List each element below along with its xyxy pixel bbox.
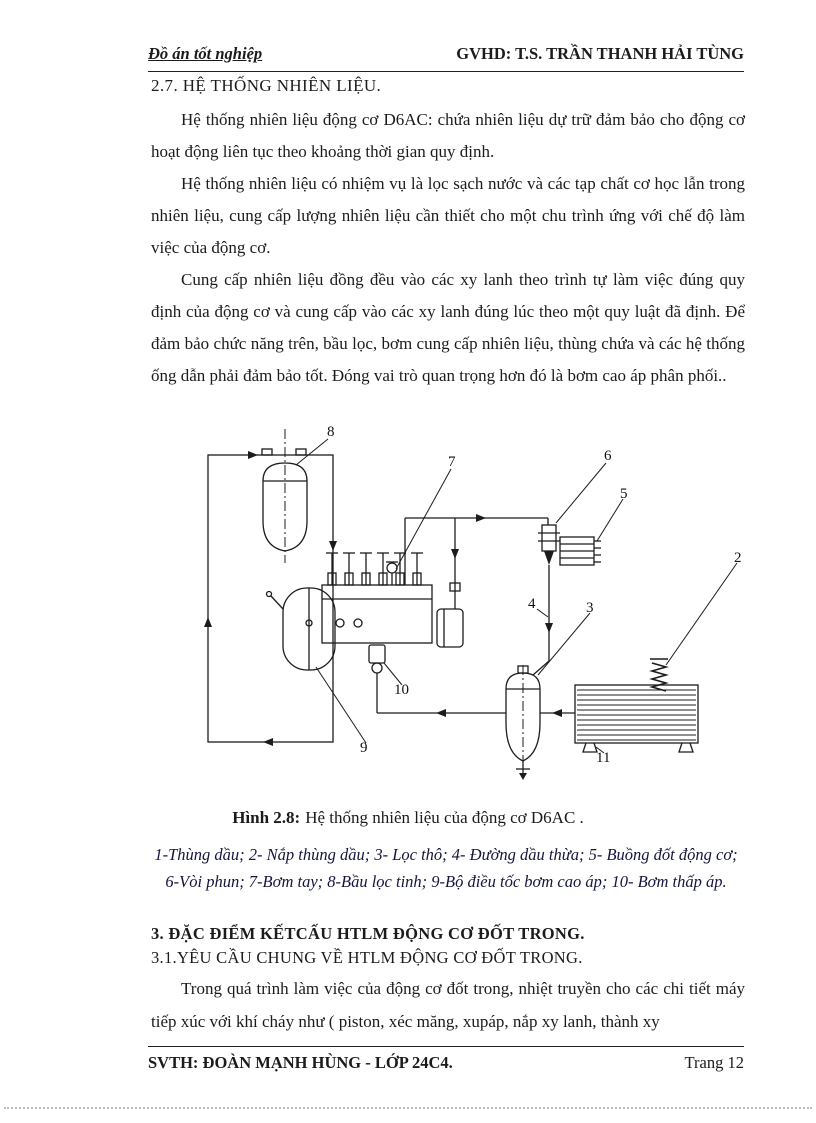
header-rule (148, 71, 744, 72)
tank-cap-spring (649, 658, 669, 692)
diagram-callout-10: 10 (394, 682, 409, 698)
hand-pump (386, 561, 398, 585)
footer-student-name: SVTH: ĐOÀN MẠNH HÙNG - LỚP 24C4. (148, 1053, 453, 1072)
section-3-heading: 3. ĐẶC ĐIỂM KẾTCẤU HTLM ĐỘNG CƠ ĐỐT TRON… (151, 924, 585, 943)
fuel-line-loop (204, 448, 337, 746)
figure-caption: Hình 2.8:Hệ thống nhiên liệu của động cơ… (0, 808, 816, 828)
diagram-callout-5: 5 (620, 486, 628, 502)
paragraph-engine-heat: Trong quá trình làm việc của động cơ đốt… (151, 979, 745, 1031)
diagram-callout-7: 7 (448, 454, 456, 470)
section-3-block: 3. ĐẶC ĐIỂM KẾTCẤU HTLM ĐỘNG CƠ ĐỐT TRON… (151, 922, 745, 970)
injection-pump (321, 552, 464, 648)
injector-fittings (326, 552, 423, 586)
figure-caption-label: Hình 2.8: (232, 808, 301, 827)
coarse-filter (505, 665, 541, 780)
figure-legend: 1-Thùng dầu; 2- Nắp thùng dầu; 3- Lọc th… (154, 845, 738, 891)
header-supervisor: GVHD: T.S. TRẦN THANH HẢI TÙNG (456, 44, 744, 63)
paragraph-fuel-3: Cung cấp nhiên liệu đồng đều vào các xy … (151, 270, 745, 385)
fuel-system-schematic (204, 429, 738, 780)
section-2-7-heading: 2.7. HỆ THỐNG NHIÊN LIỆU. (151, 76, 382, 95)
diagram-callout-6: 6 (604, 448, 612, 464)
fine-filter (262, 429, 308, 563)
bottom-dotted-line (4, 1107, 812, 1109)
low-pressure-pump (368, 644, 386, 674)
diagram-callout-2: 2 (734, 550, 742, 566)
footer-rule (148, 1046, 744, 1047)
page-footer: SVTH: ĐOÀN MẠNH HÙNG - LỚP 24C4. Trang 1… (148, 1053, 744, 1073)
paragraph-fuel-1: Hệ thống nhiên liệu động cơ D6AC: chứa n… (151, 110, 745, 161)
injector-assembly (538, 524, 601, 566)
figure-2-8-diagram: 8 7 6 5 2 4 3 10 9 11 (0, 425, 816, 800)
section-3-1-heading: 3.1.YÊU CẦU CHUNG VỀ HTLM ĐỘNG CƠ ĐỐT TR… (151, 948, 583, 967)
leader-lines (295, 438, 738, 754)
footer-page-number: Trang 12 (684, 1053, 744, 1072)
paragraph-fuel-2: Hệ thống nhiên liệu có nhiệm vụ là lọc s… (151, 174, 745, 257)
pipes (376, 514, 575, 717)
body-text-block: 2.7. HỆ THỐNG NHIÊN LIỆU. Hệ thống nhiên… (151, 72, 745, 392)
diagram-callout-11: 11 (596, 750, 611, 766)
governor (265, 587, 336, 671)
diagram-callout-9: 9 (360, 740, 368, 756)
page-header: Đồ án tốt nghiệp GVHD: T.S. TRẦN THANH H… (148, 44, 744, 64)
diagram-callout-4: 4 (528, 596, 536, 612)
header-project-title: Đồ án tốt nghiệp (148, 44, 263, 63)
fuel-tank (574, 658, 699, 753)
diagram-callout-3: 3 (586, 600, 594, 616)
figure-caption-text: Hệ thống nhiên liệu của động cơ D6AC . (305, 808, 584, 827)
diagram-callout-8: 8 (327, 424, 335, 440)
